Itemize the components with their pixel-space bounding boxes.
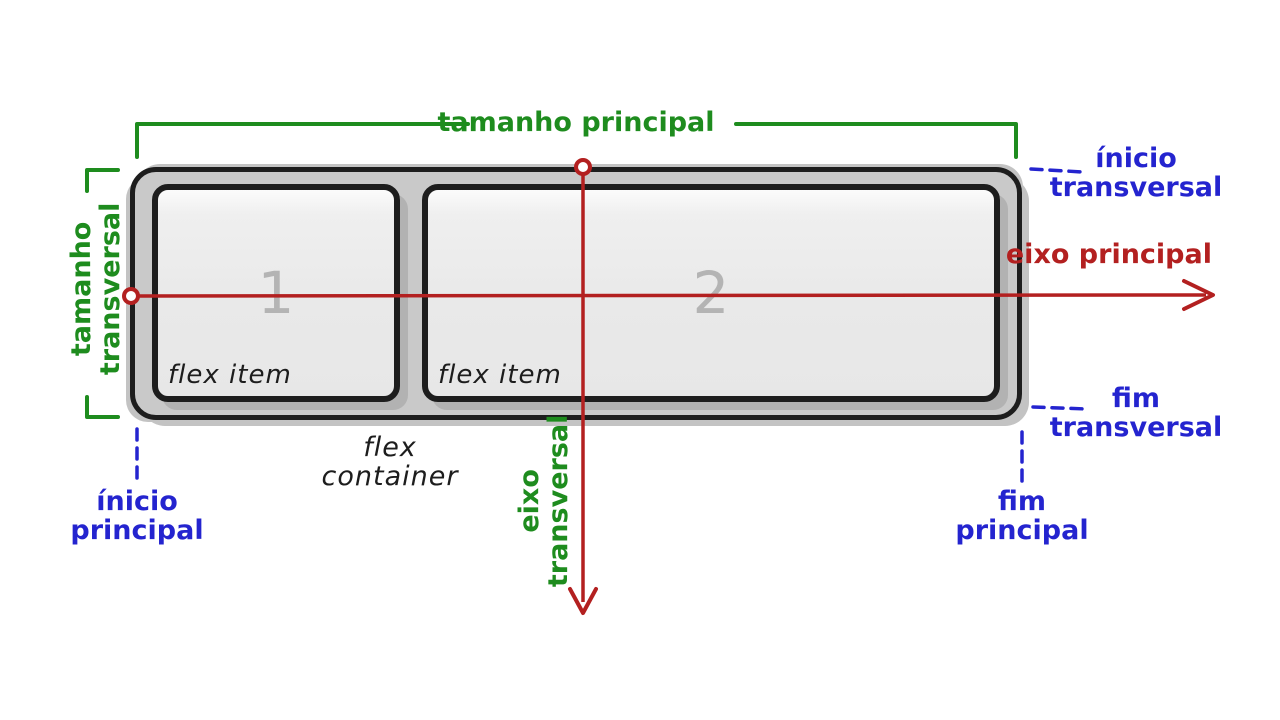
cross-end-label: fim transversal	[1049, 383, 1223, 443]
flex-item-2-box: 2 flex item	[422, 184, 1000, 402]
cross-start-label: ínicio transversal	[1049, 143, 1223, 203]
flex-item-2-number: 2	[692, 259, 730, 327]
main-end-label: fim principal	[955, 486, 1089, 546]
main-size-label: tamanho principal	[437, 107, 715, 138]
cross-size-label: tamanho transversal	[66, 202, 126, 376]
flex-item-1-number: 1	[257, 259, 295, 327]
flex-item-1-label: flex item	[168, 360, 292, 390]
cross-axis-arrowhead	[568, 587, 598, 615]
flex-item-2-label: flex item	[438, 360, 562, 390]
main-start-label: ínicio principal	[70, 486, 204, 546]
flex-container-label: flex container	[321, 432, 459, 492]
flex-item-1-box: 1 flex item	[152, 184, 400, 402]
main-axis-arrowhead	[1182, 279, 1215, 311]
main-axis-label: eixo principal	[1005, 239, 1212, 270]
flex-container-box: 1 flex item 2 flex item	[130, 167, 1022, 420]
cross-axis-label: eixo transversal	[514, 414, 574, 588]
